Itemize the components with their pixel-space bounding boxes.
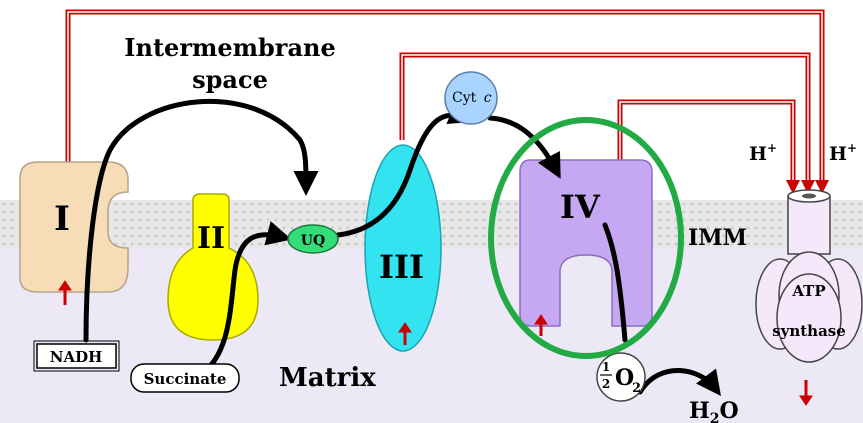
ubiquinone: UQ (287, 224, 339, 254)
proton-arrowheads (786, 180, 829, 194)
proton-right-label: H+ (829, 141, 857, 165)
cytc-label: Cyt (452, 90, 477, 106)
complex-iv-highlight (488, 117, 684, 359)
svg-text:Cyt c: Cyt c (452, 90, 492, 106)
atp-label-line1: ATP (791, 282, 825, 300)
complex-iv-label: IV (560, 188, 601, 226)
intermembrane-label-line2: space (192, 65, 268, 94)
matrix-proton-arrows (58, 280, 813, 406)
oxygen-frac-num: 1 (602, 360, 610, 374)
complex-iii-label: III (379, 248, 424, 286)
oxygen: 1 2 O 2 (596, 352, 646, 402)
succinate-label: Succinate (144, 370, 227, 388)
oxygen-frac-den: 2 (602, 377, 610, 391)
water-label: H2O (689, 398, 739, 423)
complex-i: I (19, 161, 129, 293)
matrix-label: Matrix (279, 363, 376, 393)
cytochrome-c: Cyt c (444, 71, 498, 125)
oxygen-sub: 2 (632, 381, 641, 396)
succinate-box: Succinate (130, 363, 240, 393)
nadh-box: NADH (33, 340, 120, 372)
complex-i-label: I (54, 199, 70, 239)
complex-ii-label: II (197, 221, 225, 256)
complex-ii: II (167, 193, 259, 341)
complex-iii: III (364, 144, 442, 352)
proton-left-label: H+ (749, 141, 777, 165)
nadh-label: NADH (50, 348, 103, 366)
proton-pathway (65, 9, 825, 185)
cytc-italic: c (484, 90, 492, 106)
oxygen-label: O (615, 365, 634, 391)
electron-flow (83, 98, 722, 396)
atp-synthase: ATP synthase (755, 189, 863, 363)
atp-label-line2: synthase (772, 322, 846, 340)
uq-label: UQ (301, 233, 325, 249)
imm-label: IMM (688, 225, 747, 251)
intermembrane-label-line1: Intermembrane (124, 33, 335, 62)
